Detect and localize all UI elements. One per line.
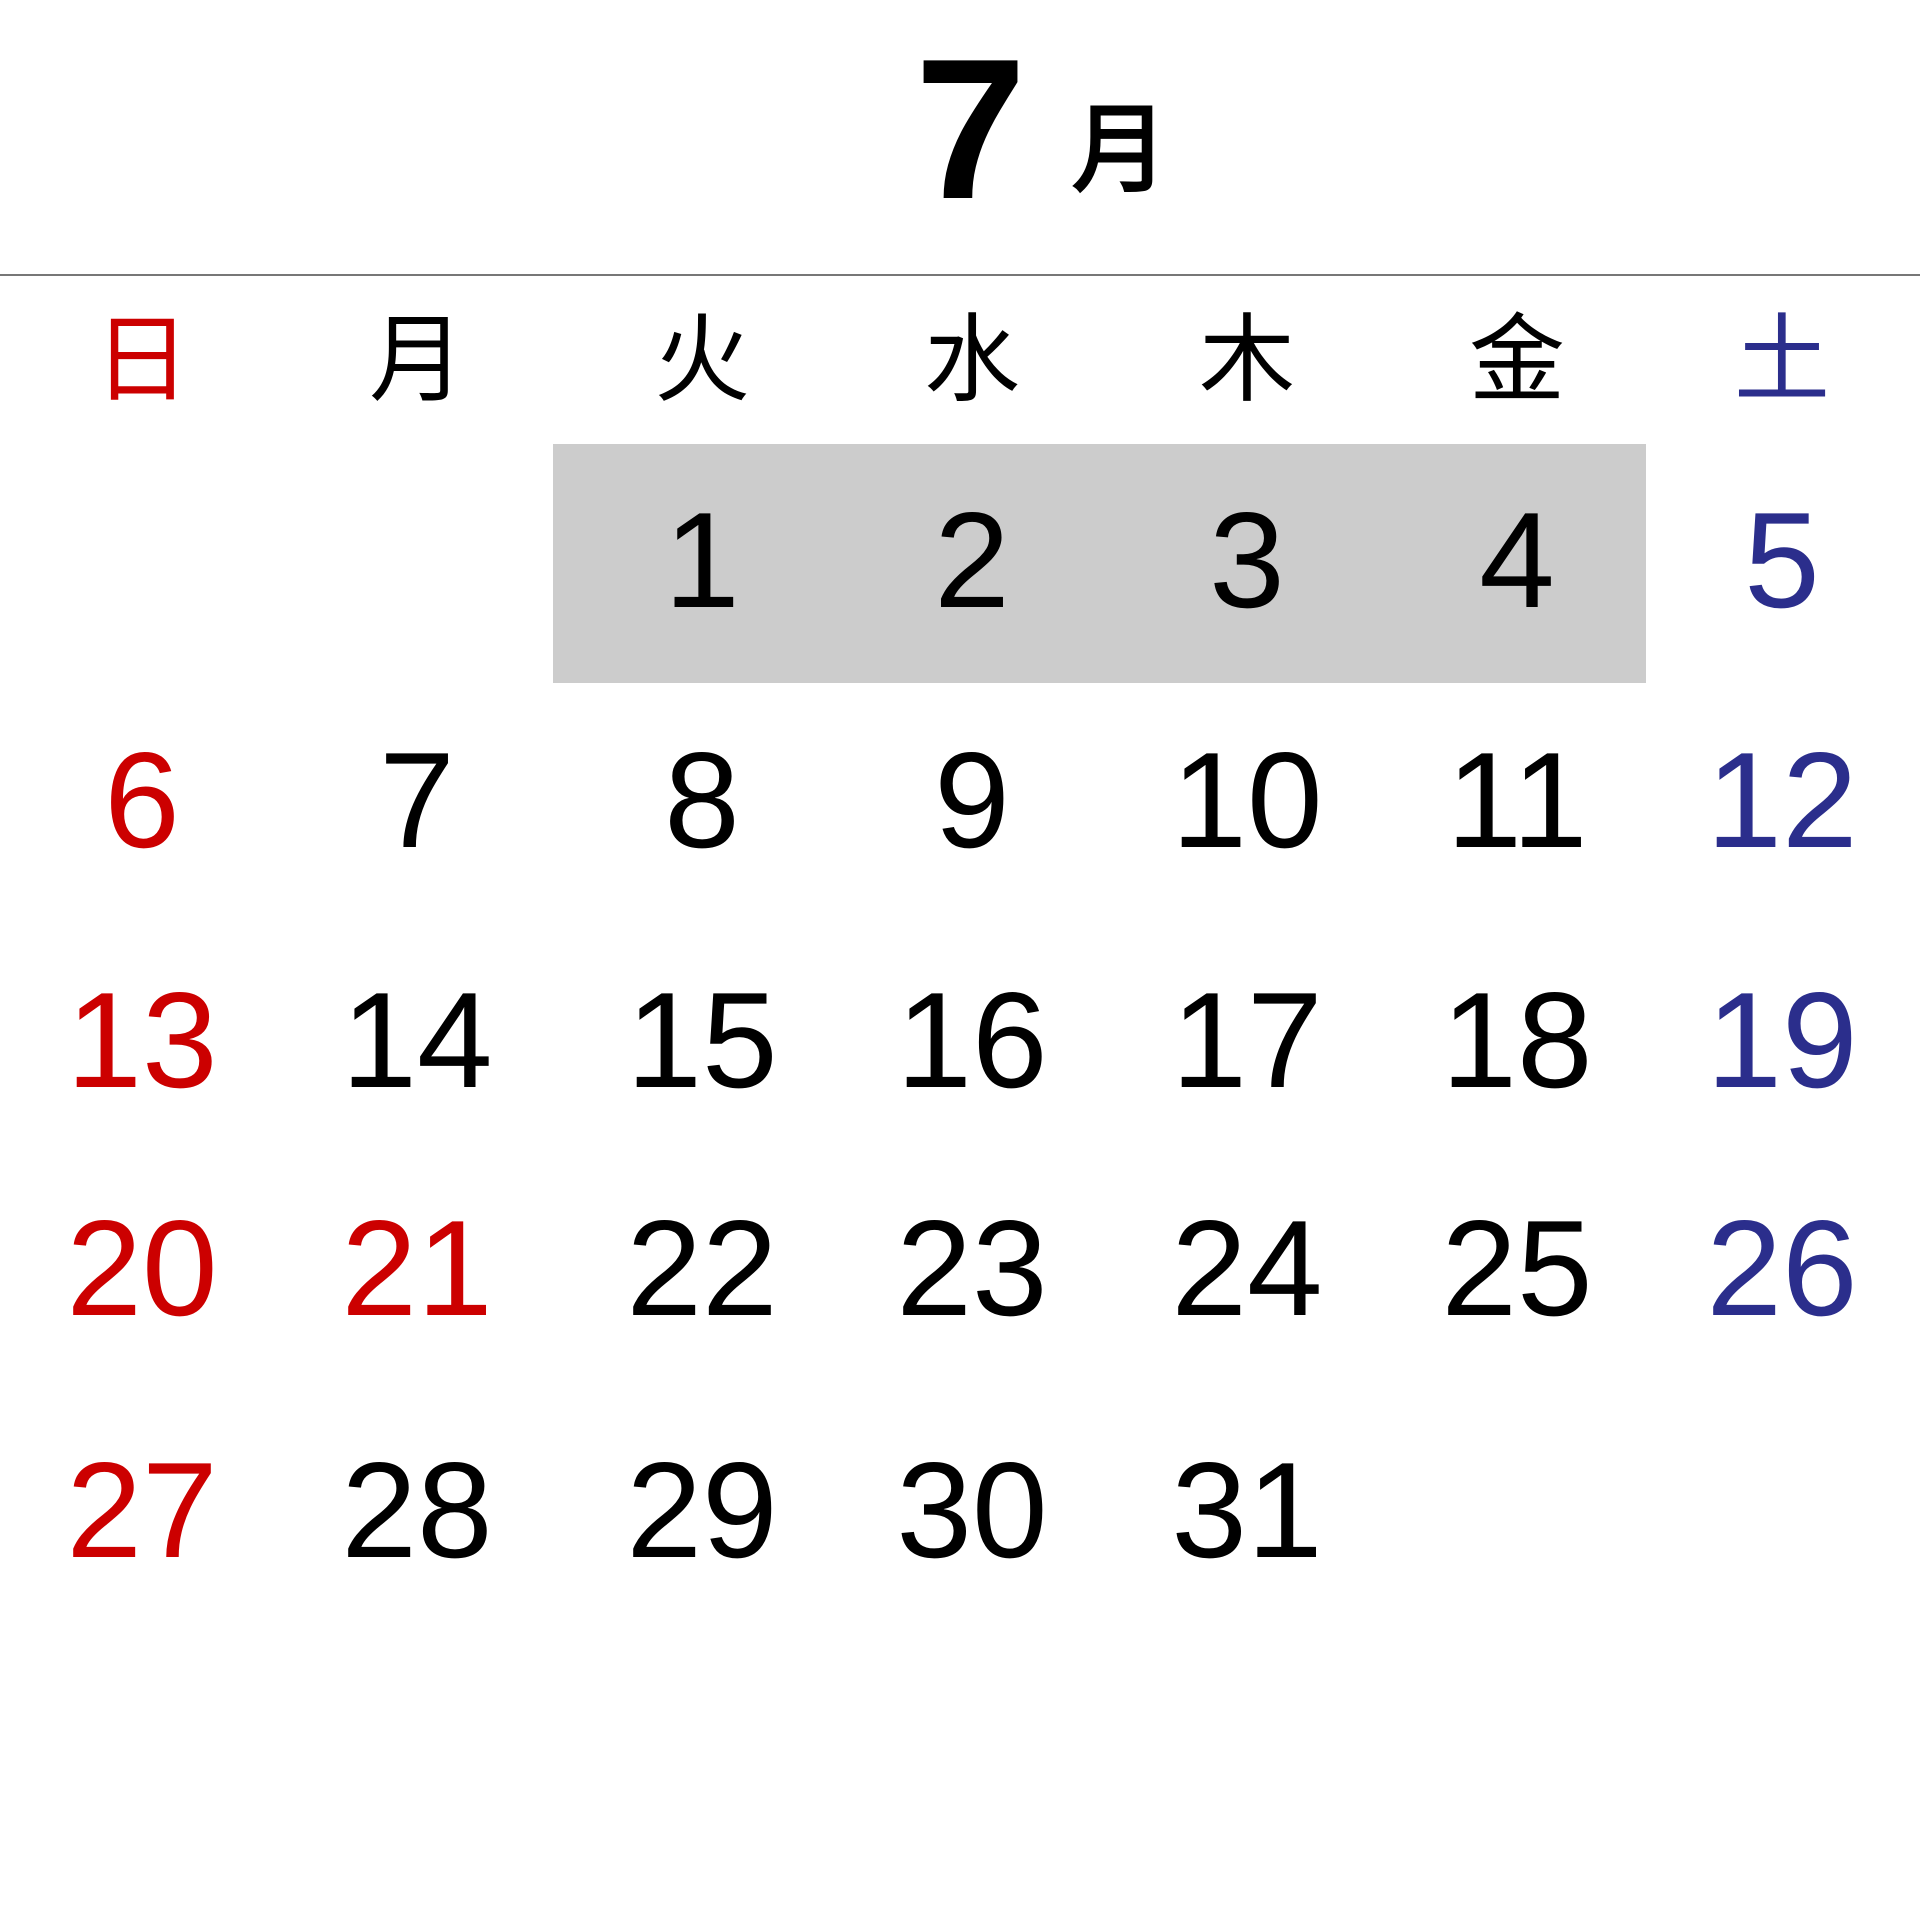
highlighted-days-band xyxy=(553,444,1646,683)
day-cell: 25 xyxy=(1441,1192,1593,1344)
day-cell: 17 xyxy=(1171,964,1323,1116)
day-cell: 21 xyxy=(341,1192,493,1344)
calendar-header: 7 月 xyxy=(0,0,1920,274)
day-cell: 11 xyxy=(1446,724,1588,876)
day-cell: 9 xyxy=(934,724,1010,876)
weekday-saturday: 土 xyxy=(1734,304,1830,416)
day-cell: 20 xyxy=(66,1192,218,1344)
day-cell: 4 xyxy=(1479,484,1555,636)
day-cell: 28 xyxy=(341,1434,493,1586)
day-cell: 7 xyxy=(379,724,455,876)
day-cell: 6 xyxy=(104,724,180,876)
day-cell: 24 xyxy=(1171,1192,1323,1344)
weekday-monday: 月 xyxy=(369,304,465,416)
day-cell: 31 xyxy=(1171,1434,1323,1586)
day-cell: 22 xyxy=(626,1192,778,1344)
day-cell: 10 xyxy=(1171,724,1323,876)
day-cell: 30 xyxy=(896,1434,1048,1586)
day-cell: 23 xyxy=(896,1192,1048,1344)
day-cell: 13 xyxy=(66,964,218,1116)
day-cell: 8 xyxy=(664,724,740,876)
day-cell: 27 xyxy=(66,1434,218,1586)
weekday-sunday: 日 xyxy=(94,304,190,416)
day-cell: 12 xyxy=(1706,724,1858,876)
weekday-thursday: 木 xyxy=(1199,304,1295,416)
day-cell: 26 xyxy=(1706,1192,1858,1344)
day-cell: 2 xyxy=(934,484,1010,636)
day-cell: 19 xyxy=(1706,964,1858,1116)
day-cell: 18 xyxy=(1441,964,1593,1116)
weekday-header-row: 日 月 火 水 木 金 土 xyxy=(0,300,1920,420)
day-cell: 16 xyxy=(896,964,1048,1116)
weekday-wednesday: 水 xyxy=(924,304,1020,416)
day-cell: 15 xyxy=(626,964,778,1116)
month-number: 7 xyxy=(915,18,1027,241)
weekday-friday: 金 xyxy=(1469,304,1565,416)
month-unit-label: 月 xyxy=(1072,94,1168,206)
day-cell: 1 xyxy=(664,484,740,636)
weekday-tuesday: 火 xyxy=(654,304,750,416)
day-cell: 14 xyxy=(341,964,493,1116)
day-cell: 5 xyxy=(1744,484,1820,636)
day-cell: 3 xyxy=(1209,484,1285,636)
day-cell: 29 xyxy=(626,1434,778,1586)
header-divider xyxy=(0,274,1920,276)
